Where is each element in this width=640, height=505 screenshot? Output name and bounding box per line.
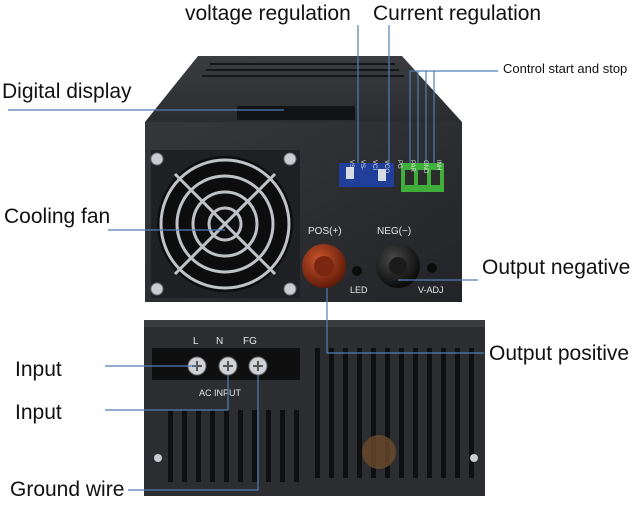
display-window bbox=[237, 106, 355, 120]
top-panel bbox=[145, 56, 462, 122]
ac-input-terminal-block bbox=[152, 348, 300, 380]
callout-voltage-regulation: voltage regulation bbox=[185, 2, 351, 25]
v-adj-potentiometer bbox=[427, 263, 437, 273]
callout-output-positive: Output positive bbox=[489, 342, 630, 365]
callout-input-2: Input bbox=[15, 401, 62, 424]
pin-label-vs: VS- bbox=[359, 160, 365, 170]
mount-screw bbox=[470, 454, 478, 462]
output-positive-terminal bbox=[302, 244, 346, 288]
leader-control-start-stop bbox=[409, 70, 498, 163]
neg-label: NEG(−) bbox=[377, 226, 411, 237]
pin-label-vci: VCI bbox=[371, 160, 377, 170]
pin-label-inh: INH bbox=[435, 160, 441, 170]
cooling-fan-icon bbox=[150, 150, 300, 298]
callout-output-negative: Output negative bbox=[482, 256, 631, 279]
leader-output-positive bbox=[326, 288, 484, 354]
led-label: LED bbox=[350, 285, 368, 295]
control-terminal-block bbox=[401, 163, 444, 192]
terminal-fg-label: FG bbox=[243, 336, 257, 347]
vent-grille bbox=[168, 348, 474, 482]
pin-label-pg: PG bbox=[396, 160, 402, 169]
callout-digital-display: Digital display bbox=[2, 80, 132, 103]
callout-ground-wire: Ground wire bbox=[10, 478, 125, 501]
leader-lines bbox=[8, 25, 498, 491]
pin-label-par: PAR bbox=[409, 160, 415, 173]
callout-cooling-fan: Cooling fan bbox=[4, 205, 111, 228]
mount-screw bbox=[154, 454, 162, 462]
callout-input-1: Input bbox=[15, 358, 62, 381]
pin-labels: VS+ VS- VCI VCO PG PAR GND INH bbox=[348, 160, 441, 174]
pin-label-gnd: GND bbox=[422, 160, 428, 174]
internal-coil bbox=[362, 435, 396, 469]
terminal-n-label: N bbox=[216, 336, 223, 347]
v-adj-label: V-ADJ bbox=[418, 285, 444, 295]
pin-label-vs: VS+ bbox=[348, 160, 354, 172]
pin-label-vco: VCO bbox=[383, 160, 389, 173]
led-indicator bbox=[352, 266, 362, 276]
upper-unit bbox=[145, 56, 462, 302]
dip-switch-block bbox=[339, 163, 394, 187]
output-negative-terminal bbox=[376, 244, 420, 288]
leader-input-2 bbox=[105, 375, 229, 411]
ac-input-label: AC INPUT bbox=[199, 388, 242, 398]
terminal-l-label: L bbox=[193, 336, 199, 347]
lower-unit bbox=[144, 320, 485, 496]
callout-current-regulation: Current regulation bbox=[373, 2, 542, 25]
leader-ground-wire bbox=[128, 375, 259, 491]
callout-control-start-stop: Control start and stop bbox=[503, 61, 628, 76]
pos-label: POS(+) bbox=[308, 226, 342, 237]
